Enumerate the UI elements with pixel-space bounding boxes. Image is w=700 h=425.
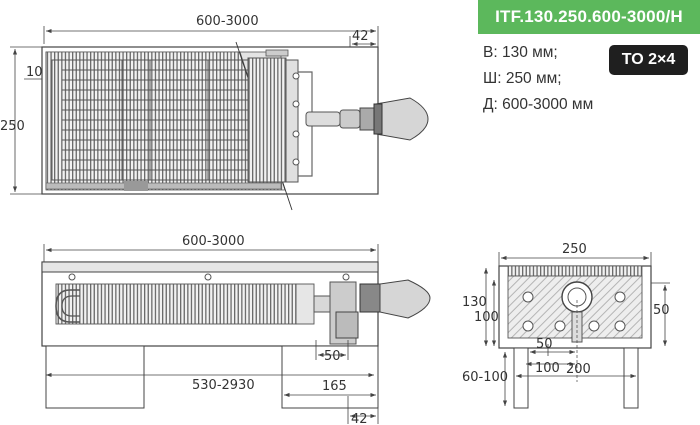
front-165-label: 165	[322, 379, 347, 394]
heat-exchanger-badge: TO 2×4	[609, 45, 688, 75]
top-10-label: 10	[26, 65, 43, 80]
front-42-label: 42	[351, 412, 368, 425]
spec-height: В: 130 мм;	[483, 44, 558, 61]
spec-length: Д: 600-3000 мм	[483, 96, 594, 113]
side-250-label: 250	[562, 242, 587, 257]
top-42-label: 42	[352, 29, 369, 44]
front-50-label: 50	[324, 349, 341, 364]
front-length-label: 600-3000	[182, 234, 245, 249]
side-50r-label: 50	[653, 303, 670, 318]
top-250-label: 250	[0, 119, 25, 134]
side-view: 250 130 100 50 50 100	[462, 242, 670, 409]
model-badge: ITF.130.250.600-3000/H	[478, 0, 700, 34]
front-530-label: 530-2930	[192, 378, 255, 393]
spec-width: Ш: 250 мм;	[483, 70, 562, 87]
side-100b-label: 100	[535, 361, 560, 376]
side-50-label: 50	[536, 337, 553, 352]
side-60-label: 60-100	[462, 370, 508, 385]
front-view: 600-3000 50 530-2930 165	[41, 234, 431, 425]
side-200-label: 200	[566, 362, 591, 377]
top-length-label: 600-3000	[196, 14, 259, 29]
model-code: ITF.130.250.600-3000/H	[495, 7, 683, 26]
top-view: 600-3000 42 250 10	[0, 14, 429, 211]
side-130-label: 130	[462, 295, 487, 310]
heat-exchanger-label: TO 2×4	[621, 51, 676, 68]
side-100-label: 100	[474, 310, 499, 325]
